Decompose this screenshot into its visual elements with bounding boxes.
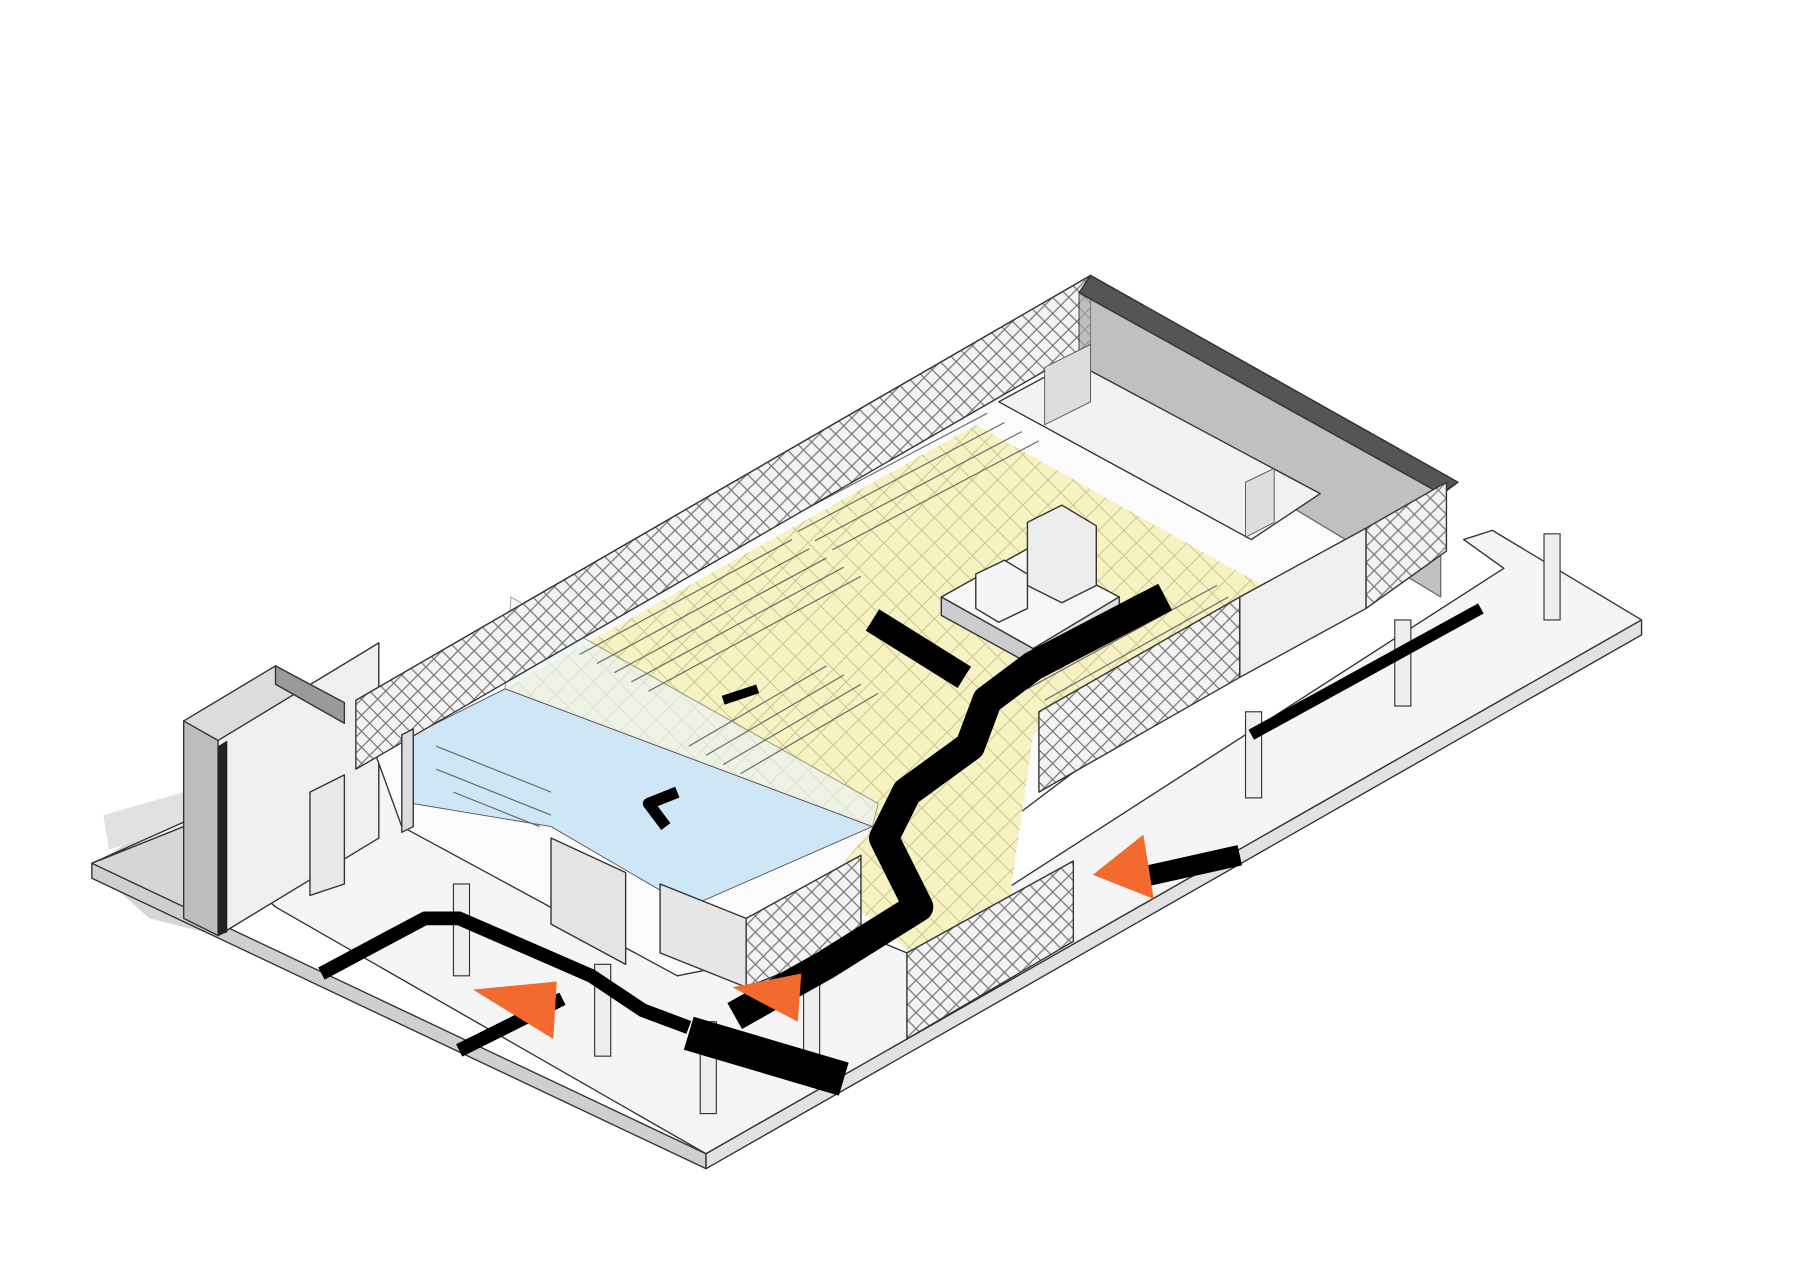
entry-arrow-icon [472,981,557,1039]
entry-arrow-icon [732,973,802,1022]
entry-arrows [472,834,1154,1039]
circulation-paths [318,583,1484,1096]
rear-wall [355,274,1459,770]
base-slab [91,529,1643,1170]
annex-rooms [182,642,380,937]
front-walls [401,481,1448,1040]
side-room [998,343,1321,541]
entry-arrow-icon [1092,834,1154,899]
seating [436,412,1229,828]
